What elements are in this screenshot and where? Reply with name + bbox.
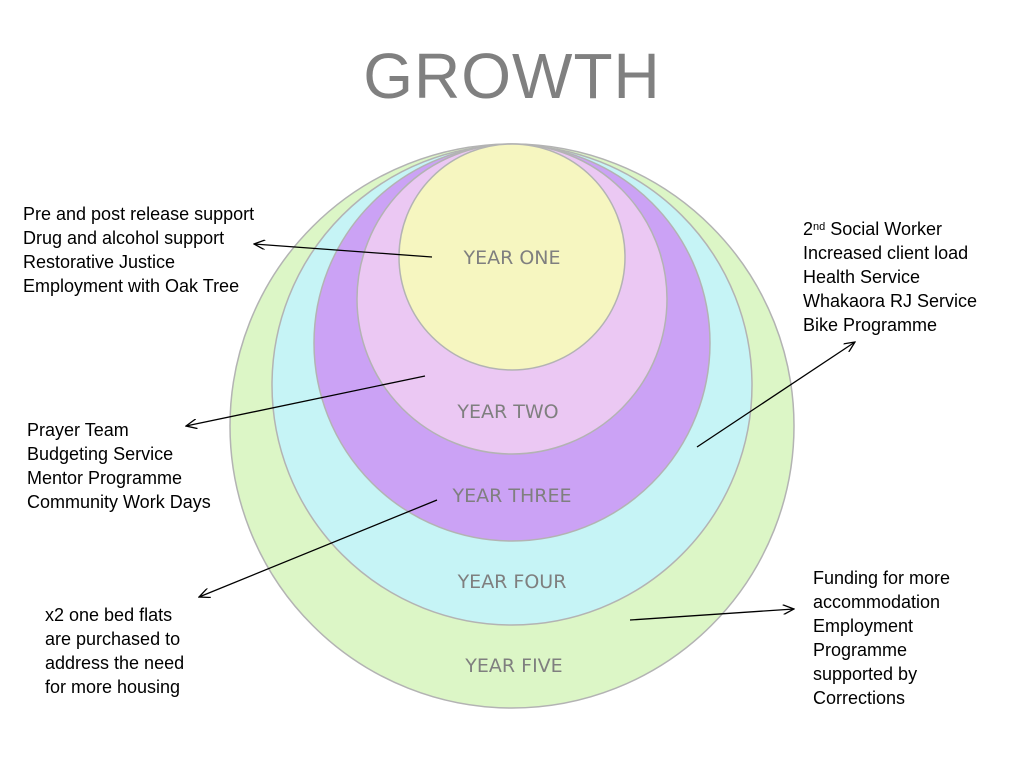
note-line: x2 one bed flats (45, 605, 173, 625)
note-line: Employment (813, 616, 914, 636)
arrow-year-one (254, 244, 433, 258)
note-line-rest: Social Worker (825, 219, 942, 239)
note-line: address the need (45, 653, 185, 673)
note-line-social-worker: 2nd Social Worker (803, 217, 977, 241)
note-year-three: x2 one bed flats are purchased to addres… (45, 603, 184, 699)
note-line: Pre and post release support (23, 204, 255, 224)
ring-label-year-one: YEAR ONE (462, 247, 560, 269)
ring-label-year-three: YEAR THREE (452, 485, 572, 507)
ring-year-one (398, 143, 626, 371)
note-line: Bike Programme (803, 315, 938, 335)
arrow-year-four (696, 342, 855, 448)
note-line: supported by (813, 664, 918, 684)
note-line: Programme (813, 640, 908, 660)
note-line: are purchased to (45, 629, 181, 649)
ring-label-year-five: YEAR FIVE (464, 655, 562, 677)
note-line: Employment with Oak Tree (23, 276, 240, 296)
note-line: Restorative Justice (23, 252, 176, 272)
ordinal-number: 2 (803, 219, 814, 239)
note-line: accommodation (813, 592, 941, 612)
ring-label-year-four: YEAR FOUR (457, 571, 567, 593)
ordinal-suffix: nd (813, 221, 826, 233)
note-line: Whakaora RJ Service (803, 291, 978, 311)
note-line: Prayer Team (27, 420, 129, 440)
note-line: Budgeting Service (27, 444, 174, 464)
note-line: Corrections (813, 688, 906, 708)
ring-label-year-two: YEAR TWO (456, 401, 558, 423)
note-year-two: Prayer Team Budgeting Service Mentor Pro… (27, 418, 211, 514)
note-line: Funding for more (813, 568, 951, 588)
note-line: Health Service (803, 267, 921, 287)
note-line: Mentor Programme (27, 468, 183, 488)
note-year-four: 2nd Social Worker Increased client load … (803, 217, 977, 337)
note-line: Increased client load (803, 243, 969, 263)
note-line: for more housing (45, 677, 181, 697)
note-year-one: Pre and post release support Drug and al… (23, 202, 254, 298)
arrow-year-five (629, 609, 794, 621)
note-year-five: Funding for more accommodation Employmen… (813, 566, 950, 710)
note-line: Drug and alcohol support (23, 228, 225, 248)
arrow-year-two (186, 375, 426, 426)
slide-title: GROWTH (363, 40, 661, 112)
note-line: Community Work Days (27, 492, 211, 512)
arrow-year-three (199, 499, 438, 597)
